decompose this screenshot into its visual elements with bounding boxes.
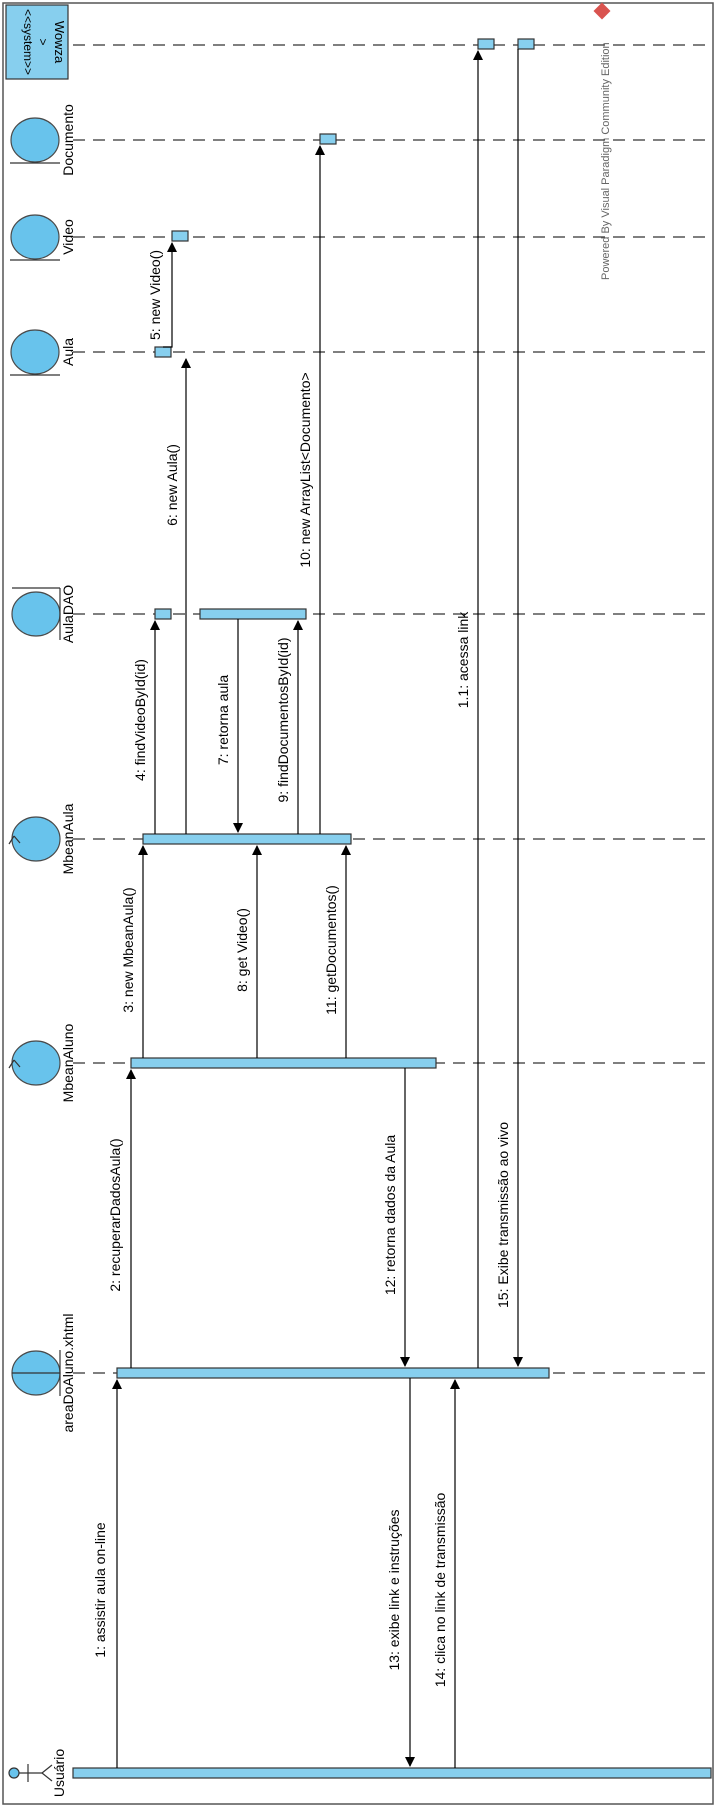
message-11-label: 11: getDocumentos()	[323, 885, 339, 1015]
activation-wowza-2	[517, 38, 535, 50]
activation-areadoaluno	[116, 1367, 550, 1379]
message-8-label: 8: get Video()	[234, 908, 250, 992]
message-9-label: 9: findDocumentosById(id)	[275, 638, 291, 803]
wowza-stereotype-arrow: >	[36, 38, 50, 45]
wowza-name: Wowza	[52, 21, 67, 64]
entity-icon	[10, 329, 60, 375]
mbeanaluno-label: MbeanAluno	[60, 1023, 76, 1102]
message-13-label: 13: exibe link e instruções	[386, 1509, 402, 1670]
wowza-stereotype: <<system>>	[21, 9, 35, 75]
usuario-label: Usuário	[51, 1749, 67, 1797]
control-icon	[11, 816, 61, 862]
documento-label: Documento	[60, 104, 76, 176]
areadoaluno-label: areaDoAluno.xhtml	[60, 1313, 76, 1432]
participant-auladao: AulaDAO	[11, 585, 76, 643]
participant-usuario: Usuário	[8, 1749, 67, 1797]
actor-icon	[8, 1764, 53, 1782]
participant-mbeanaula: MbeanAula	[8, 803, 76, 874]
participant-wowza: <<system>> > Wowza	[5, 4, 69, 80]
message-10-label: 10: new ArrayList<Documento>	[297, 372, 313, 567]
video-label: Video	[60, 219, 76, 255]
message-14-label: 14: clica no link de transmissão	[432, 1493, 448, 1688]
activation-mbeanaula	[142, 833, 352, 845]
message-5-label: 5: new Video()	[147, 250, 163, 340]
entity-icon	[10, 214, 60, 260]
message-3-label: 3: new MbeanAula()	[120, 887, 136, 1012]
message-4-label: 4: findVideoById(id)	[132, 659, 148, 781]
message-6-label: 6: new Aula()	[164, 444, 180, 526]
activation-auladao-1	[154, 608, 172, 620]
message-5-arrow	[163, 242, 177, 348]
activation-auladao-2	[199, 608, 307, 620]
visual-paradigm-logo-icon	[593, 2, 611, 20]
activation-video	[171, 230, 189, 242]
auladao-label: AulaDAO	[60, 585, 76, 643]
participant-documento: Documento	[10, 104, 76, 176]
message-7-label: 7: retorna aula	[215, 675, 231, 765]
activation-aula	[154, 346, 172, 358]
message-1-label: 1: assistir aula on-line	[92, 1522, 108, 1658]
activation-wowza-1	[477, 38, 495, 50]
message-1-1-label: 1.1: acessa link	[455, 611, 471, 708]
activation-mbeanaluno	[130, 1057, 437, 1069]
entity-icon	[10, 117, 60, 163]
boundary-icon	[11, 591, 61, 637]
message-15-label: 15: Exibe transmissão ao vivo	[495, 1122, 511, 1308]
aula-label: Aula	[60, 338, 76, 366]
activation-usuario	[72, 1767, 712, 1779]
mbeanaula-label: MbeanAula	[60, 803, 76, 874]
participant-mbeanaluno: MbeanAluno	[8, 1023, 76, 1102]
activation-documento	[319, 133, 337, 145]
message-12-label: 12: retorna dados da Aula	[382, 1135, 398, 1296]
participant-aula: Aula	[10, 329, 76, 376]
message-2-label: 2: recuperarDadosAula()	[107, 1138, 123, 1291]
watermark-text: Powered By Visual Paradigm Community Edi…	[600, 42, 612, 280]
control-icon	[11, 1040, 61, 1086]
participant-video: Video	[10, 214, 76, 261]
participant-areadoaluno: areaDoAluno.xhtml	[11, 1313, 76, 1433]
